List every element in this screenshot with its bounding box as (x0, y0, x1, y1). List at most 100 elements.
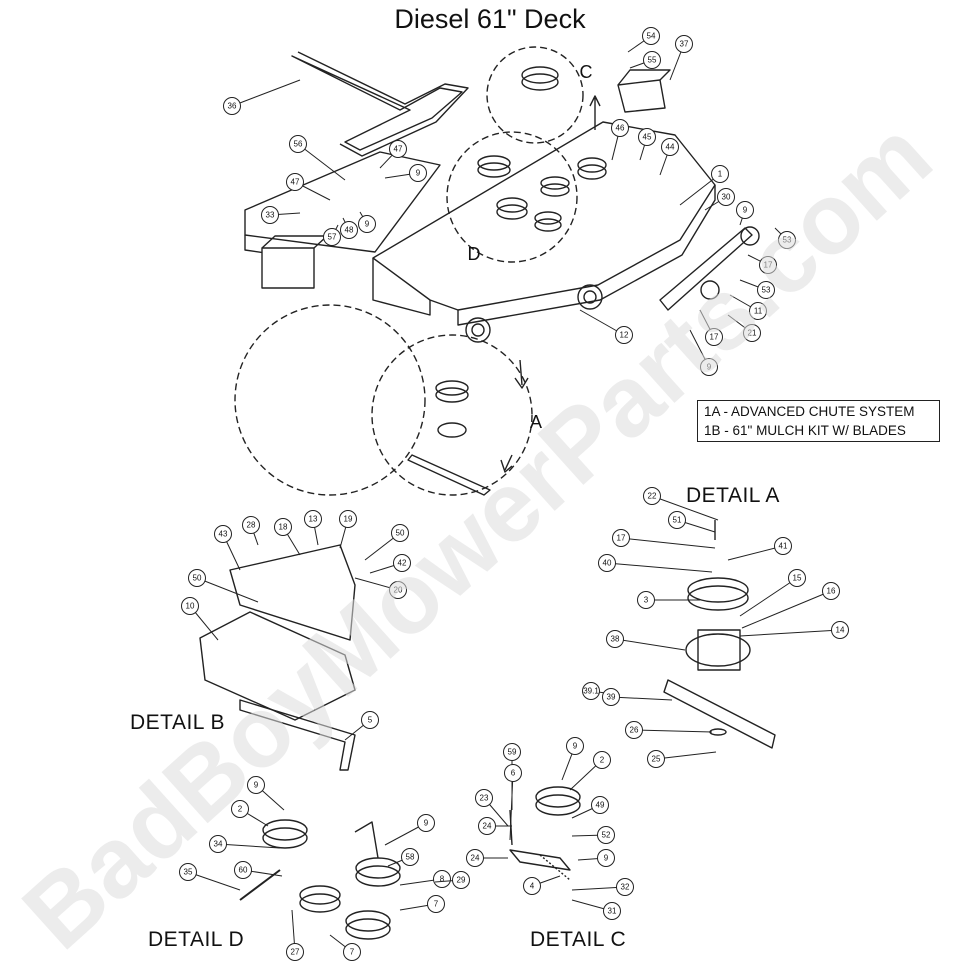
callout-number: 23 (480, 794, 489, 803)
callout-number: 8 (440, 875, 445, 884)
callout-bubble (637, 591, 655, 609)
callout-bubble (647, 750, 665, 768)
callout-leader (217, 843, 281, 849)
deck-belt (291, 55, 463, 151)
callout-number: 2 (238, 805, 243, 814)
callout-bubble (831, 621, 849, 639)
callout-bubble (822, 582, 840, 600)
callout-bubble (478, 817, 496, 835)
detail-a-circle (371, 334, 533, 496)
callout-bubble (389, 581, 407, 599)
callout-bubble (757, 281, 775, 299)
detail-c-idler (509, 786, 581, 881)
callout-number: 9 (604, 854, 609, 863)
callout-number: 18 (279, 523, 288, 532)
callout-number: 7 (350, 948, 355, 957)
callout-number: 32 (621, 883, 630, 892)
detail-d-pulleys (239, 819, 401, 940)
callout-bubble (234, 861, 252, 879)
detail-b-discharge-deflector (199, 611, 356, 721)
callout-number: 12 (620, 331, 629, 340)
callout-bubble (668, 511, 686, 529)
callout-number: 9 (254, 781, 259, 790)
callout-bubble (774, 537, 792, 555)
callout-number: 57 (328, 233, 337, 242)
callout-bubble (749, 302, 767, 320)
callout-number: 44 (666, 143, 675, 152)
callout-number: 50 (193, 574, 202, 583)
callout-bubble (247, 776, 265, 794)
callout-bubble (391, 524, 409, 542)
callout-number: 10 (186, 602, 195, 611)
detail-a-spindle (663, 520, 776, 749)
callout-number: 35 (184, 868, 193, 877)
callout-bubble (643, 487, 661, 505)
callout-number: 53 (783, 236, 792, 245)
callout-number: 58 (406, 853, 415, 862)
callout-bubble (638, 128, 656, 146)
callout-leader (741, 590, 832, 629)
callout-number: 39.1 (583, 687, 599, 696)
detail-b-circle (234, 304, 426, 496)
callout-bubble (711, 165, 729, 183)
callout-number: 55 (648, 56, 657, 65)
callout-number: 20 (394, 586, 403, 595)
callout-number: 40 (603, 559, 612, 568)
callout-number: 15 (793, 574, 802, 583)
callout-leader (509, 772, 514, 841)
callout-bubble (475, 789, 493, 807)
callout-bubble (261, 206, 279, 224)
callout-bubble (401, 848, 419, 866)
callout-number: 56 (294, 140, 303, 149)
callout-number: 17 (764, 261, 773, 270)
callout-bubble (788, 569, 806, 587)
detail-c-circle (486, 46, 584, 144)
callout-bubble (504, 764, 522, 782)
callout-number: 5 (368, 716, 373, 725)
callout-number: 45 (643, 133, 652, 142)
callout-number: 41 (779, 542, 788, 551)
callout-bubble (289, 135, 307, 153)
callout-number: 17 (710, 333, 719, 342)
callout-number: 49 (596, 801, 605, 810)
callout-number: 52 (602, 831, 611, 840)
callout-bubble (625, 721, 643, 739)
page-title: Diesel 61" Deck (394, 4, 586, 34)
callout-number: 9 (707, 363, 712, 372)
callout-number: 24 (471, 854, 480, 863)
callout-bubble (304, 510, 322, 528)
callout-bubble (393, 554, 411, 572)
callout-bubble (705, 328, 723, 346)
callout-bubble (675, 35, 693, 53)
callout-bubble (286, 943, 304, 961)
callout-number: 51 (673, 516, 682, 525)
callout-number: 11 (754, 307, 763, 316)
callout-number: 19 (344, 515, 353, 524)
callout-bubble (759, 256, 777, 274)
callout-bubble (323, 228, 341, 246)
callout-bubble (466, 849, 484, 867)
arrow-label-c: C (580, 62, 593, 82)
callout-number: 25 (652, 755, 661, 764)
callout-bubble (616, 878, 634, 896)
callout-number: 9 (365, 220, 370, 229)
callout-leader (651, 495, 719, 521)
callout-bubble (597, 826, 615, 844)
callout-leader (727, 545, 784, 561)
callout-number: 47 (394, 145, 403, 154)
callout-number: 29 (457, 876, 466, 885)
callout-bubble (361, 711, 379, 729)
callout-number: 33 (266, 211, 275, 220)
callout-bubble (214, 525, 232, 543)
callout-bubble (736, 201, 754, 219)
anti-scalp-bracket (659, 227, 753, 311)
detail-d-label: DETAIL D (148, 928, 245, 951)
callout-number: 14 (836, 626, 845, 635)
callout-number: 60 (239, 866, 248, 875)
callout-bubble (523, 877, 541, 895)
callout-group: 5455373656479473357489464544130953175311… (179, 27, 849, 961)
callout-number: 38 (611, 635, 620, 644)
callout-leader (610, 696, 673, 701)
